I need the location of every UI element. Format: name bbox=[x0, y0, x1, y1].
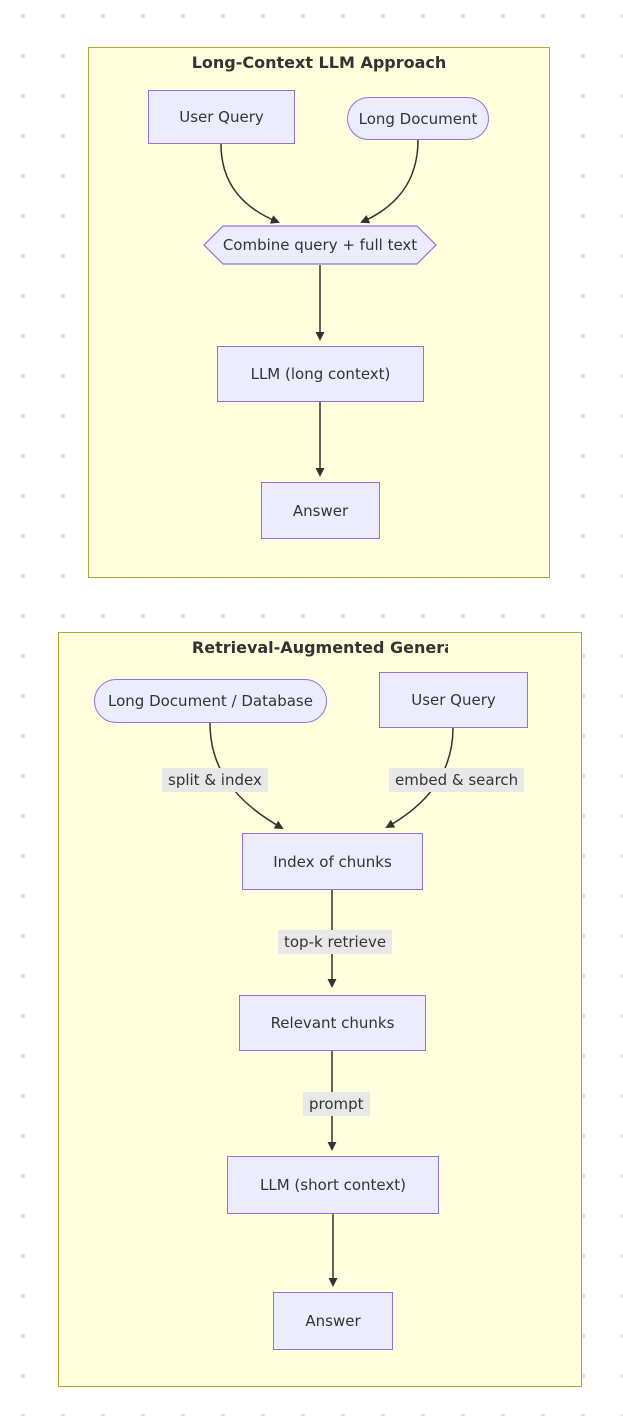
node-index-of-chunks: Index of chunks bbox=[242, 833, 423, 890]
hexagon-shape bbox=[203, 225, 437, 265]
node-llm-short-context: LLM (short context) bbox=[227, 1156, 439, 1214]
subgraph-rag: Retrieval-Augmented Genera bbox=[58, 632, 582, 1387]
node-user-query-1: User Query bbox=[148, 90, 295, 144]
subgraph-title-text: Retrieval-Augmented Gener bbox=[191, 638, 445, 657]
node-long-document: Long Document bbox=[347, 97, 489, 140]
node-label: Combine query + full text bbox=[222, 236, 418, 254]
edge-label-embed-search: embed & search bbox=[389, 768, 525, 792]
node-label: LLM (long context) bbox=[250, 365, 391, 383]
node-relevant-chunks: Relevant chunks bbox=[239, 995, 426, 1051]
edge-label-prompt: prompt bbox=[303, 1092, 370, 1116]
subgraph-title: Long-Context LLM Approach bbox=[191, 53, 447, 72]
node-label: LLM (short context) bbox=[260, 1176, 406, 1194]
edge-label-topk-retrieve: top-k retrieve bbox=[278, 930, 393, 954]
node-label: Answer bbox=[292, 501, 349, 520]
node-label: User Query bbox=[411, 691, 496, 709]
subgraph-title: Retrieval-Augmented Genera bbox=[59, 638, 581, 657]
node-answer-2: Answer bbox=[273, 1292, 393, 1350]
node-llm-long-context: LLM (long context) bbox=[217, 346, 424, 402]
node-label: Long Document bbox=[358, 109, 478, 128]
subgraph-title-clipped-char: a bbox=[444, 638, 448, 657]
node-combine-query-full-text: Combine query + full text bbox=[203, 225, 437, 265]
node-label: Long Document / Database bbox=[108, 692, 313, 710]
node-label: Index of chunks bbox=[273, 852, 392, 871]
node-long-document-database: Long Document / Database bbox=[94, 679, 327, 723]
edge-label-split-index: split & index bbox=[162, 768, 268, 792]
node-label: User Query bbox=[179, 108, 264, 126]
node-label: Relevant chunks bbox=[270, 1014, 395, 1032]
node-user-query-2: User Query bbox=[379, 672, 528, 728]
node-answer-1: Answer bbox=[261, 482, 380, 539]
node-label: Answer bbox=[305, 1312, 361, 1330]
